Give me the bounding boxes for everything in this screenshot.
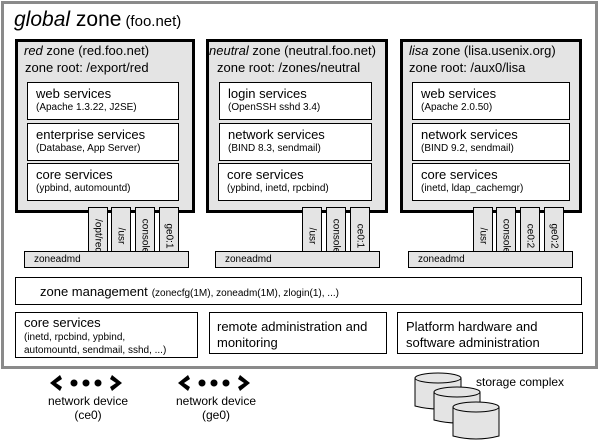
lisa-zone-name: lisa zone (lisa.usenix.org) (409, 43, 556, 58)
neutral-zoneadmd: zoneadmd (215, 251, 380, 268)
lisa-zone-root: zone root: /aux0/lisa (409, 60, 526, 75)
lisa-web-services: web services(Apache 2.0.50) (412, 82, 570, 120)
neutral-zone-root: zone root: /zones/neutral (217, 60, 361, 75)
network-device-icon (178, 375, 250, 391)
red-zoneadmd: zoneadmd (24, 251, 189, 268)
disk-stack-icon (414, 372, 500, 440)
network-device-icon (50, 375, 122, 391)
red-zone-root: zone root: /export/red (25, 60, 149, 75)
global-core-services: core services (inetd, rpcbind, ypbind, a… (15, 312, 198, 358)
red-zone-name: red zone (red.foo.net) (24, 43, 150, 58)
lisa-zoneadmd: zoneadmd (408, 251, 573, 268)
global-zone-title: global zone(foo.net) (14, 8, 182, 31)
network-device-ge0: network device(ge0) (175, 394, 257, 422)
neutral-zone-name: neutral zone (neutral.foo.net) (209, 43, 376, 58)
neutral-login-services: login services(OpenSSH sshd 3.4) (219, 82, 372, 120)
zone-management: zone management(zonecfg(1M), zoneadm(1M)… (15, 277, 582, 305)
neutral-core-services: core services(ypbind, inetd, rpcbind) (218, 163, 372, 201)
red-core-services: core services(ypbind, automountd) (27, 163, 179, 201)
lisa-core-services: core services(inetd, ldap_cachemgr) (412, 163, 570, 201)
neutral-network-services: network services(BIND 8.3, sendmail) (219, 123, 372, 161)
red-web-services: web services(Apache 1.3.22, J2SE) (27, 82, 179, 120)
platform-administration: Platform hardware and software administr… (397, 312, 583, 354)
red-enterprise-services: enterprise services(Database, App Server… (27, 123, 179, 161)
network-device-ce0: network device(ce0) (47, 394, 129, 422)
remote-administration: remote administration and monitoring (209, 312, 387, 354)
lisa-network-services: network services(BIND 9.2, sendmail) (412, 123, 570, 161)
storage-complex-label: storage complex (476, 375, 565, 389)
